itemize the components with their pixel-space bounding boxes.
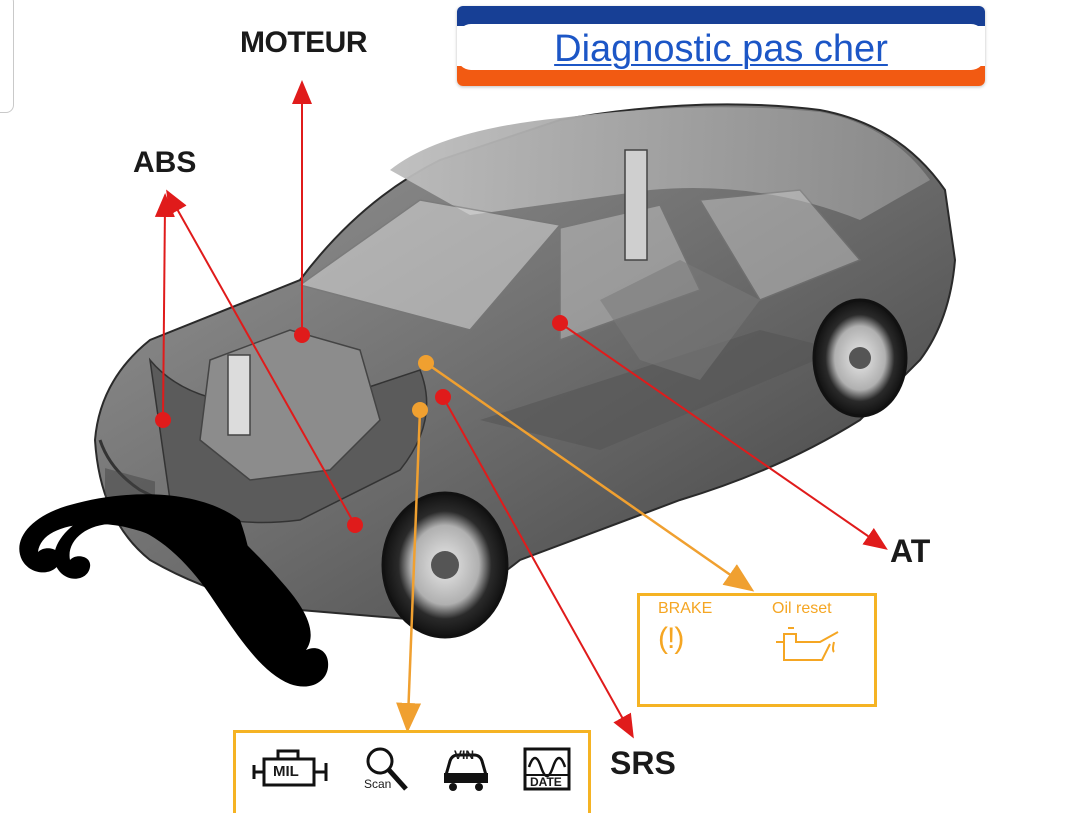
vin-text: VIN	[454, 748, 475, 762]
brake-warning-icon: (!)	[658, 622, 720, 658]
label-srs: SRS	[610, 745, 676, 781]
date-text: DATE	[530, 775, 562, 789]
side-tab	[0, 0, 14, 113]
mil-text: MIL	[273, 763, 299, 780]
mustache-left-icon	[19, 494, 296, 668]
pointer-moteur	[292, 80, 312, 343]
oil-reset-label: Oil reset	[772, 600, 832, 617]
pointer-tools-panel	[396, 402, 428, 733]
oil-reset-icon	[776, 627, 839, 661]
pointer-obd-panel	[418, 355, 755, 592]
pointer-at	[552, 315, 888, 550]
label-abs: ABS	[133, 146, 197, 179]
label-at: AT	[890, 533, 931, 569]
brake-symbol: (!)	[658, 622, 684, 655]
front-wheel	[381, 491, 509, 639]
pointer-abs-right	[166, 189, 363, 533]
scan-magnifier-icon: Scan	[358, 745, 416, 802]
brake-label: BRAKE	[658, 600, 713, 617]
mil-engine-icon: MIL	[252, 747, 328, 796]
vin-car-icon: VIN	[440, 743, 492, 798]
obd-functions-panel: BRAKE Oil reset (!)	[637, 593, 877, 707]
scan-text: Scan	[364, 777, 392, 791]
label-moteur: MOTEUR	[240, 26, 368, 59]
rear-wheel	[812, 298, 908, 418]
banner-bottom-band	[457, 66, 985, 86]
tools-panel: MIL Scan VIN DATE	[233, 730, 591, 813]
pointer-srs	[435, 389, 634, 739]
car-body	[93, 103, 957, 622]
banner-top-band	[457, 6, 985, 26]
banner-center	[457, 24, 985, 70]
date-calendar-icon: DATE	[521, 745, 573, 798]
banner: Diagnostic pas cher	[457, 6, 985, 86]
shock-absorber	[227, 149, 648, 436]
banner-title[interactable]: Diagnostic pas cher	[554, 28, 888, 70]
pointer-abs-left	[154, 193, 175, 428]
